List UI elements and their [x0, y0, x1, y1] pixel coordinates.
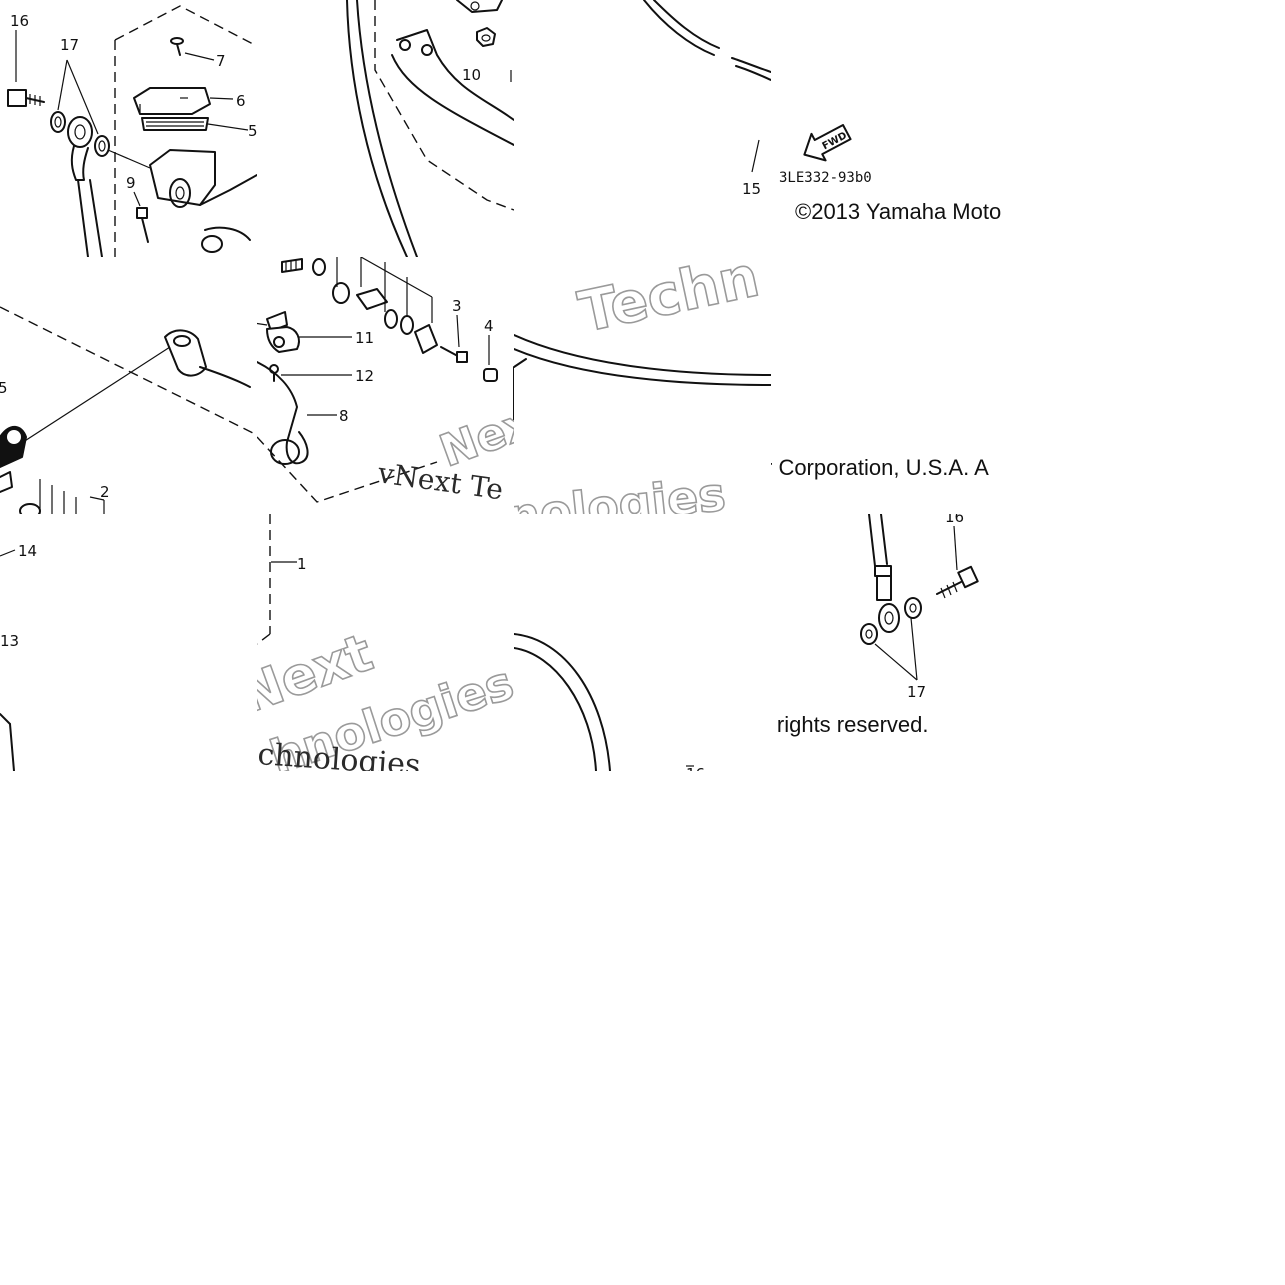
fwd-arrow-tip: FWD — [803, 124, 852, 162]
washer-pair-part — [860, 597, 922, 645]
callout-3: 3 — [452, 297, 462, 315]
tile-copyright: r Corporation, U.S.A. A — [771, 257, 1028, 514]
tile-fwd-arrow: 15 — [514, 0, 771, 257]
adjuster-part — [440, 346, 498, 382]
lever-part — [391, 0, 514, 146]
wheel-arc-drawing: Techn nologies — [514, 257, 771, 514]
watermark-nex: Nex — [433, 397, 514, 477]
master-cylinder-drawing: 16 17 7 6 5 9 — [7, 5, 257, 257]
tile-master-cylinder: 16 17 7 6 5 9 — [0, 0, 257, 257]
callout-16: 16 — [10, 12, 29, 30]
watermark-nologies: nologies — [514, 467, 728, 514]
tile-lever-bracket: 10 — [257, 0, 514, 257]
copyright-line-1: ©2013 Yamaha Moto — [795, 199, 1002, 224]
callout-5: 5 — [248, 122, 257, 140]
bleeder-screw-part — [136, 207, 149, 243]
cap-screw-part — [170, 37, 184, 56]
callout-12: 12 — [355, 367, 374, 385]
lever-bracket-drawing: 10 — [346, 0, 514, 257]
tile-hose-guide: 14 13 — [0, 514, 257, 771]
callout-15: 15 — [742, 180, 761, 198]
spring-stack-part — [281, 258, 438, 354]
washer-part — [50, 111, 110, 157]
callout-10: 10 — [462, 66, 481, 84]
fwd-arrow-drawing: 15 — [643, 0, 771, 198]
copyright-line-3: ll rights reserved. — [771, 712, 929, 737]
callout-17-right: 17 — [907, 683, 926, 701]
watermark-techn: Techn — [573, 257, 764, 346]
lever-holder-part — [164, 329, 251, 388]
tile-caliper-hose: 16 17 ll rights reserved. — [771, 514, 1028, 771]
copyright-line-2: r Corporation, U.S.A. A — [771, 455, 989, 480]
bracket-clamp-drawing: 2 5 — [0, 306, 257, 514]
caliper-hose-drawing: 16 17 — [860, 514, 979, 701]
tile-wheel-arc: Techn nologies — [514, 257, 771, 514]
hose-guide-drawing: 14 13 — [0, 542, 37, 771]
brake-switch-part — [257, 311, 300, 353]
callout-9: 9 — [126, 174, 136, 192]
union-bolt-part — [7, 89, 45, 107]
wheel-arc-2-drawing: 16 — [514, 633, 705, 771]
front-lever-part — [257, 361, 309, 465]
switch-screw-part — [269, 364, 279, 382]
tile-bracket-clamp: 2 5 — [0, 257, 257, 514]
callout-13: 13 — [0, 632, 19, 650]
reservoir-cap-part — [133, 87, 211, 115]
tile-frame-1: 1 Next hnologies chnologies — [257, 514, 514, 771]
callout-6: 6 — [236, 92, 246, 110]
callout-7: 7 — [216, 52, 226, 70]
master-cylinder-body-part — [149, 149, 257, 253]
handlebar-end-part — [0, 425, 27, 493]
nut-part — [476, 27, 496, 47]
callout-11: 11 — [355, 329, 374, 347]
callout-2: 2 — [100, 483, 110, 501]
callout-17: 17 — [60, 36, 79, 54]
callout-5-partial: 5 — [0, 379, 8, 397]
callout-16-partial: 16 — [686, 765, 705, 771]
frame-1-drawing: 1 Next hnologies chnologies — [257, 514, 514, 771]
tile-lever-switch: 3 4 11 12 8 vNext Te Nex — [257, 257, 514, 514]
callout-16-right: 16 — [945, 514, 964, 526]
diagram-code: 3LE332-93b0 — [779, 170, 872, 186]
callout-4: 4 — [484, 317, 494, 335]
callout-8: 8 — [339, 407, 349, 425]
tile-header-right: FWD 3LE332-93b0 ©2013 Yamaha Moto — [771, 0, 1028, 257]
tile-wheel-arc-2: 16 — [514, 514, 771, 771]
diaphragm-part — [141, 117, 209, 131]
lever-switch-drawing: 3 4 11 12 8 vNext Te Nex — [257, 257, 514, 506]
callout-14: 14 — [18, 542, 37, 560]
hose-end-fitting-part — [874, 565, 900, 633]
spring-part — [19, 503, 41, 514]
union-bolt-2-part — [936, 565, 979, 599]
callout-1: 1 — [297, 555, 307, 573]
brake-hose-part — [67, 116, 103, 257]
